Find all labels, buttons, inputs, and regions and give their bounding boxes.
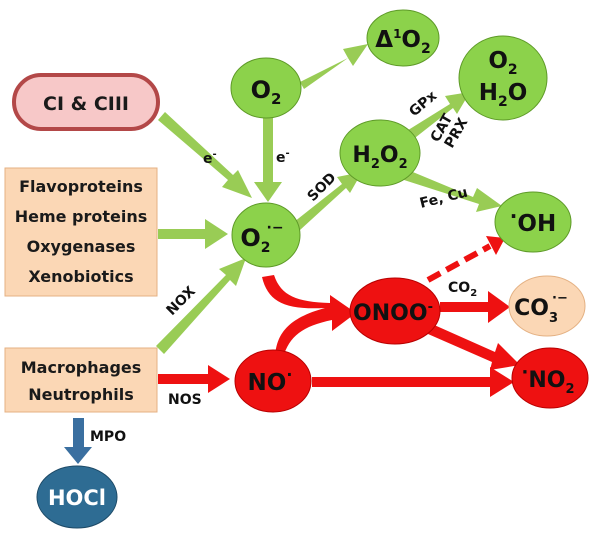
green-arrows xyxy=(156,44,502,354)
mitochondria-box: CI & CIII xyxy=(12,73,160,131)
carbonate-superscript: ·− xyxy=(552,291,568,306)
singlet-o: O xyxy=(401,27,421,53)
svg-text:Δ1O2: Δ1O2 xyxy=(375,27,430,57)
node-oxygen: O2 xyxy=(230,57,302,119)
h2o2-subscript-1: 2 xyxy=(371,157,380,172)
oxygen-symbol: O xyxy=(251,76,271,104)
h2o2-h: H xyxy=(352,143,370,168)
node-singlet-oxygen: Δ1O2 xyxy=(366,9,440,67)
superoxide-symbol: O xyxy=(240,224,260,252)
svg-text:H2O: H2O xyxy=(479,80,528,110)
no2-subscript: 2 xyxy=(565,382,574,397)
label-mpo: MPO xyxy=(90,429,126,445)
o2-h2o-top-subscript: 2 xyxy=(508,62,518,78)
hydroxyl-dot: · xyxy=(510,204,518,228)
oxygen-subscript: 2 xyxy=(271,90,281,108)
singlet-delta: Δ xyxy=(375,27,393,53)
enzymes-item-heme-proteins: Heme proteins xyxy=(15,207,148,226)
label-electron-o2: e- xyxy=(276,148,290,166)
h2o2-o: O xyxy=(380,143,399,168)
immune-item-macrophages: Macrophages xyxy=(21,358,142,377)
svg-text:CO3·−: CO3 ·− xyxy=(514,291,568,326)
arrow-o2-to-singlet-oxygen xyxy=(300,44,368,89)
singlet-superscript: 1 xyxy=(393,27,401,41)
superoxide-superscript: ·− xyxy=(267,220,284,236)
nitric-oxide-dot: · xyxy=(286,365,292,384)
water-h: H xyxy=(479,80,498,106)
label-electron-mito: e- xyxy=(203,149,217,167)
hocl-label: HOCl xyxy=(48,486,106,510)
arrow-nos-to-nitric-oxide xyxy=(158,365,230,393)
enzymes-item-flavoproteins: Flavoproteins xyxy=(19,177,143,196)
arrow-mito-to-superoxide xyxy=(158,112,252,198)
arrow-h2o2-to-o2-h2o xyxy=(405,92,470,141)
node-superoxide: O2 ·− xyxy=(231,202,301,268)
arrow-enzymes-to-superoxide xyxy=(158,219,228,249)
enzymes-item-xenobiotics: Xenobiotics xyxy=(28,267,133,286)
svg-text:NO·: NO· xyxy=(248,365,293,396)
arrow-o2-to-superoxide xyxy=(254,117,282,202)
superoxide-subscript: 2 xyxy=(261,240,271,256)
water-o: O xyxy=(508,80,528,106)
node-carbonate: CO3 ·− xyxy=(508,275,586,337)
enzymes-box: Flavoproteins Heme proteins Oxygenases X… xyxy=(4,167,158,297)
no2-symbol: NO xyxy=(528,368,565,393)
label-nos: NOS xyxy=(168,392,202,408)
water-subscript: 2 xyxy=(498,94,508,110)
nitric-oxide-symbol: NO xyxy=(248,370,287,396)
arrow-superoxide-to-h2o2 xyxy=(294,172,362,230)
no2-dot: · xyxy=(521,362,528,383)
svg-text:O2: O2 xyxy=(488,48,517,78)
red-arrows xyxy=(158,236,520,397)
hydroxyl-symbol: OH xyxy=(517,211,556,237)
arrow-h2o2-to-hydroxyl xyxy=(404,170,502,212)
svg-text:·NO2: ·NO2 xyxy=(521,362,574,397)
arrow-merge-to-peroxynitrite xyxy=(262,275,356,358)
node-hydroxyl: ·OH xyxy=(494,191,572,253)
arrow-peroxynitrite-to-no2 xyxy=(428,324,520,370)
node-nitric-oxide: NO· xyxy=(234,349,312,413)
peroxynitrite-superscript: - xyxy=(428,300,433,315)
o2-h2o-top-symbol: O xyxy=(488,48,508,74)
node-hydrogen-peroxide: H2O2 xyxy=(339,119,421,187)
arrow-no-to-no2 xyxy=(312,367,514,397)
immune-item-neutrophils: Neutrophils xyxy=(28,385,134,404)
dashed-arrow-peroxynitrite-to-hydroxyl xyxy=(426,236,505,283)
svg-text:·OH: ·OH xyxy=(510,204,556,237)
h2o2-subscript-2: 2 xyxy=(399,157,408,172)
node-peroxynitrite: ONOO- xyxy=(349,277,441,345)
label-sod: SOD xyxy=(305,170,340,205)
node-hypochlorous-acid: HOCl xyxy=(36,465,118,529)
label-co2: CO2 xyxy=(448,280,477,299)
carbonate-symbol: CO xyxy=(514,296,549,321)
carbonate-subscript: 3 xyxy=(549,311,558,326)
singlet-subscript: 2 xyxy=(421,41,431,57)
svg-text:O2: O2 xyxy=(251,76,282,108)
arrow-peroxynitrite-to-carbonate xyxy=(440,291,510,323)
node-oxygen-water: O2 H2O xyxy=(458,35,548,121)
svg-text:O2·−: O2 ·− xyxy=(240,220,283,256)
mitochondria-label: CI & CIII xyxy=(43,93,129,115)
svg-text:ONOO-: ONOO- xyxy=(353,300,433,326)
arrow-mpo-to-hocl xyxy=(64,418,92,464)
enzymes-item-oxygenases: Oxygenases xyxy=(27,237,136,256)
peroxynitrite-symbol: ONOO xyxy=(353,301,428,326)
svg-text:H2O2: H2O2 xyxy=(352,143,407,172)
arrow-nox-to-superoxide xyxy=(156,258,246,354)
node-nitrogen-dioxide: ·NO2 xyxy=(511,347,589,409)
immune-box: Macrophages Neutrophils xyxy=(4,347,158,413)
